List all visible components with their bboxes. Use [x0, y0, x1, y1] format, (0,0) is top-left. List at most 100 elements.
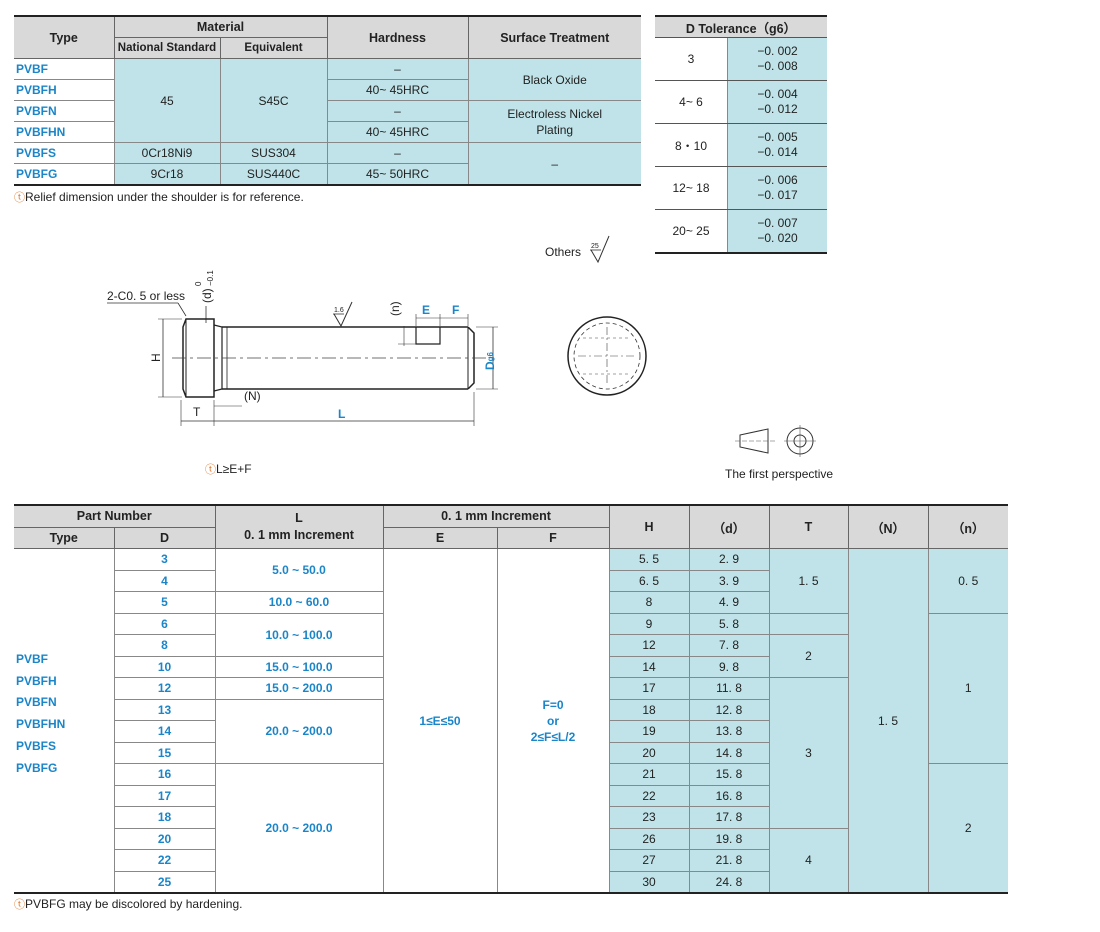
h-cell: 18: [608, 698, 690, 721]
d-tolerance-table: D Tolerance（g6） 3 −0. 002−0. 008 4~ 6 −0…: [655, 15, 827, 254]
header-d: D: [113, 526, 216, 549]
l-range-cell: 20.0 ~ 200.0: [214, 763, 384, 894]
h-cell: 22: [608, 784, 690, 807]
d-cell: 17: [114, 784, 216, 807]
tolerance-value: −0. 004−0. 012: [727, 80, 827, 124]
l-note: ⓣL≥E+F: [205, 461, 252, 477]
d-cell: 10: [114, 655, 216, 678]
note-marker-icon: ⓣ: [14, 192, 25, 204]
n-cell: 1: [927, 612, 1008, 764]
dd-cell: 5. 8: [688, 612, 770, 635]
tolerance-d: 12~ 18: [655, 166, 728, 210]
tolerance-d: 4~ 6: [655, 80, 728, 124]
d-cell: 13: [114, 698, 216, 721]
tolerance-d: 3: [655, 37, 728, 81]
h-cell: 5. 5: [608, 548, 690, 571]
dd-cell: 9. 8: [688, 655, 770, 678]
f-label: F: [452, 303, 459, 317]
header-f: F: [496, 526, 609, 549]
relief-note: ⓣRelief dimension under the shoulder is …: [14, 189, 304, 205]
h-cell: 30: [608, 870, 690, 894]
h-cell: 21: [608, 763, 690, 786]
n-cell: 2: [927, 763, 1008, 894]
header-type: Type: [14, 16, 115, 59]
l-note-text: L≥E+F: [216, 462, 252, 476]
dd-cell: 15. 8: [688, 763, 770, 786]
type-item: PVBFH: [16, 673, 57, 688]
national-standard-cell: 45: [113, 58, 221, 143]
h-cell: 6. 5: [608, 569, 690, 592]
hardness-cell: 40~ 45HRC: [326, 79, 468, 101]
d-cell: 8: [114, 634, 216, 657]
header-t: T: [768, 505, 849, 549]
type-item: PVBFG: [16, 760, 58, 775]
technical-drawing: Others 25 2-C0. 5 or less (d) 0 −0.1: [107, 235, 816, 457]
n-upper-label: (N): [244, 389, 261, 403]
e-label: E: [422, 303, 430, 317]
header-h: H: [608, 505, 690, 549]
equivalent-cell: S45C: [219, 58, 328, 143]
dd-cell: 13. 8: [688, 720, 770, 743]
d-cell: 12: [114, 677, 216, 700]
roughness-16-icon: 1.6: [333, 301, 353, 328]
h-label: H: [149, 353, 163, 362]
tolerance-lower: −0. 017: [757, 188, 798, 202]
h-cell: 12: [608, 634, 690, 657]
end-view-icon: [567, 316, 647, 396]
d-cell: 18: [114, 806, 216, 829]
tolerance-d: 20~ 25: [655, 209, 728, 254]
e-range-cell: 1≤E≤50: [382, 548, 498, 894]
h-cell: 23: [608, 806, 690, 829]
d-tol-lower: −0.1: [206, 270, 215, 286]
equivalent-cell: SUS440C: [219, 163, 328, 186]
f-line: or: [547, 713, 559, 728]
dd-cell: 11. 8: [688, 677, 770, 700]
note-marker-icon: ⓣ: [14, 899, 25, 911]
type-cell: PVBF: [14, 58, 115, 80]
tolerance-lower: −0. 014: [757, 145, 798, 159]
surface-nickel-line-2: Plating: [536, 122, 574, 137]
f-line: F=0: [542, 697, 564, 712]
type-item: PVBFHN: [16, 717, 66, 732]
t-cell: 2: [768, 634, 849, 678]
type-cell: PVBFHN: [14, 121, 115, 143]
h-cell: 26: [608, 827, 690, 850]
pvbfg-note: ⓣPVBFG may be discolored by hardening.: [14, 896, 242, 912]
dd-cell: 19. 8: [688, 827, 770, 850]
tolerance-lower: −0. 012: [757, 102, 798, 116]
tolerance-value: −0. 005−0. 014: [727, 123, 827, 167]
header-surface-treatment: Surface Treatment: [467, 16, 641, 59]
svg-text:1.6: 1.6: [334, 307, 344, 314]
header-d-tolerance: D Tolerance（g6）: [655, 16, 827, 38]
chamfer-label: 2-C0. 5 or less: [107, 289, 185, 303]
d-cell: 20: [114, 827, 216, 850]
tolerance-upper: −0. 006: [757, 173, 798, 187]
equivalent-cell: SUS304: [219, 142, 328, 164]
header-ef-increment: 0. 1 mm Increment: [382, 505, 610, 528]
h-cell: 17: [608, 677, 690, 700]
d-cell: 5: [114, 591, 216, 614]
dd-cell: 14. 8: [688, 741, 770, 764]
t-cell: 3: [768, 677, 849, 829]
dd-cell: 24. 8: [688, 870, 770, 894]
tolerance-upper: −0. 007: [757, 216, 798, 230]
l-range-cell: 20.0 ~ 200.0: [214, 698, 384, 764]
tolerance-value: −0. 007−0. 020: [727, 209, 827, 254]
tolerance-upper: −0. 002: [757, 44, 798, 58]
dd-cell: 4. 9: [688, 591, 770, 614]
header-hardness: Hardness: [326, 16, 469, 59]
others-label: Others: [545, 245, 581, 259]
tolerance-lower: −0. 008: [757, 59, 798, 73]
material-table: Type Material Hardness Surface Treatment…: [14, 15, 641, 186]
header-l-sub: 0. 1 mm Increment: [244, 528, 354, 542]
d-dim-label: (d): [200, 288, 214, 303]
d-cell: 16: [114, 763, 216, 786]
h-cell: 20: [608, 741, 690, 764]
dd-cell: 17. 8: [688, 806, 770, 829]
l-range-cell: 10.0 ~ 60.0: [214, 591, 384, 614]
l-range-cell: 10.0 ~ 100.0: [214, 612, 384, 657]
type-list: PVBF PVBFH PVBFN PVBFHN PVBFS PVBFG: [14, 548, 115, 894]
tolerance-d: 8・10: [655, 123, 728, 167]
